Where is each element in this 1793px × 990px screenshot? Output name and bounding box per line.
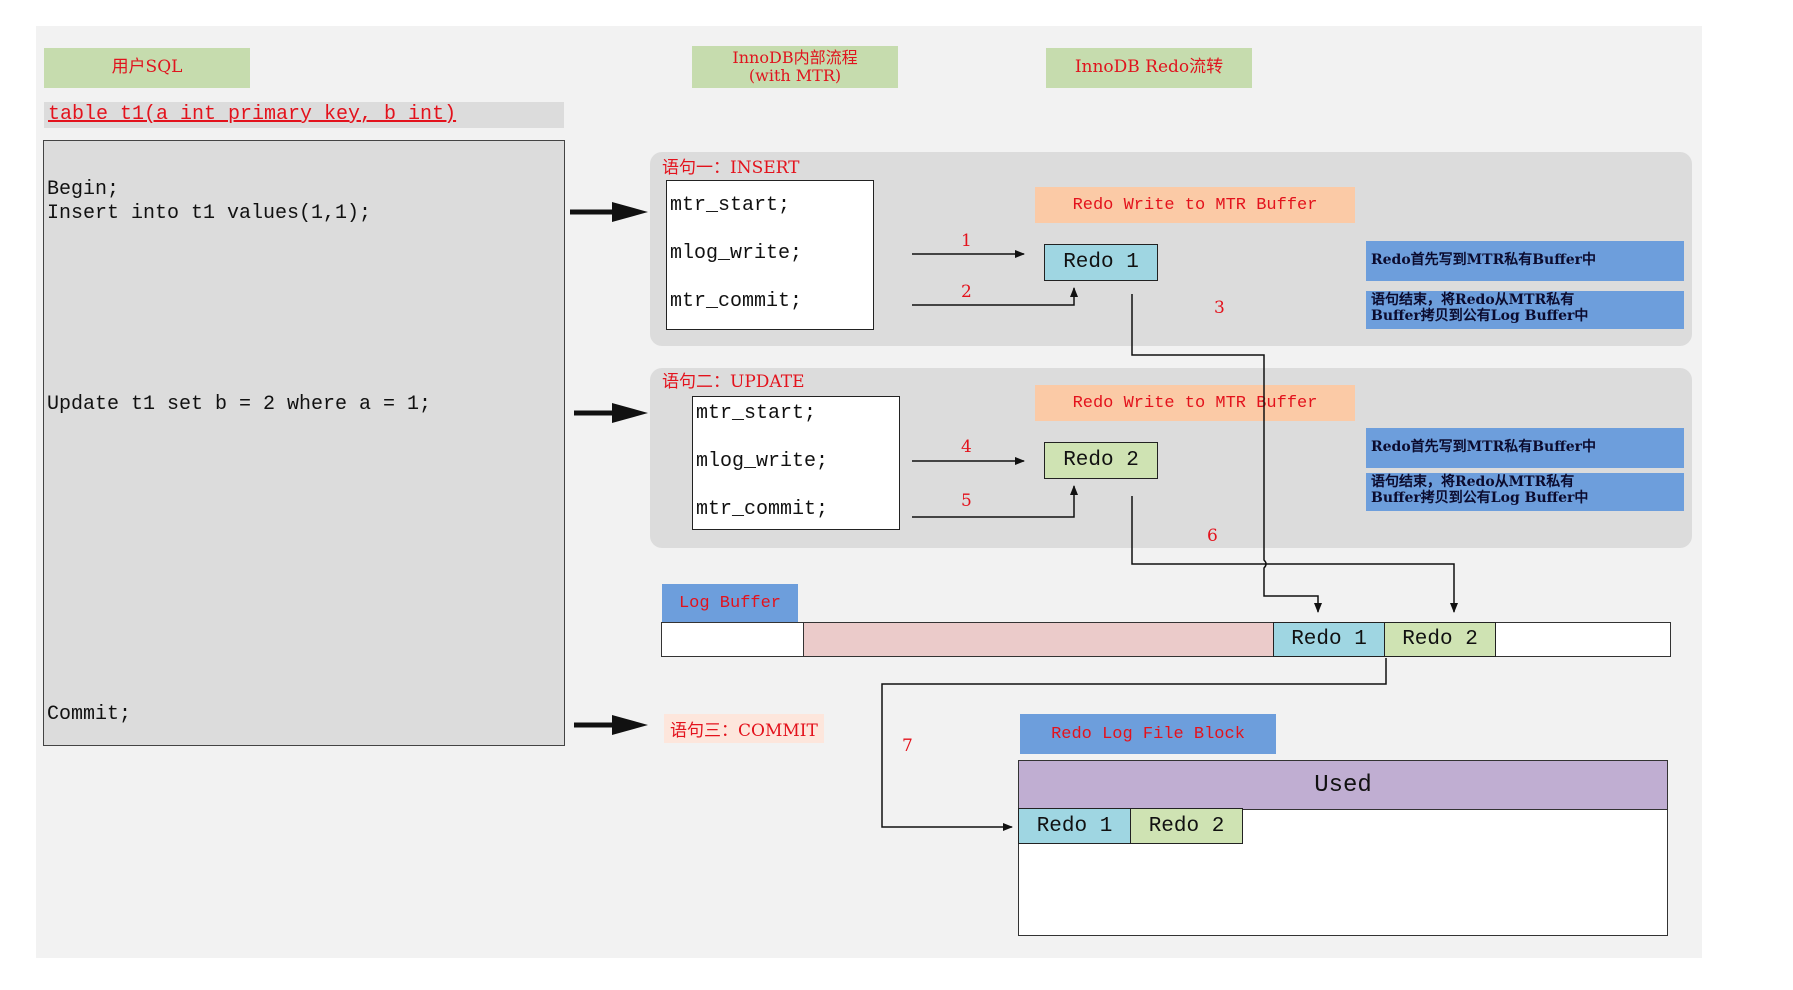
header-redo-flow: InnoDB Redo流转: [1046, 48, 1252, 88]
mtr-commit-insert: mtr_commit;: [670, 290, 803, 313]
mtr-start-insert: mtr_start;: [670, 194, 791, 217]
mtr-buffer-label-update: Redo Write to MTR Buffer: [1035, 385, 1355, 421]
header-innodb-flow: InnoDB内部流程 (with MTR): [692, 46, 898, 88]
step-label-7: 7: [902, 736, 913, 756]
log-buffer-label: Log Buffer: [662, 584, 798, 622]
step-label-2: 2: [961, 282, 972, 302]
mtr-box-insert: [666, 180, 874, 330]
big-arrow-commit: [574, 715, 648, 735]
step-label-4: 4: [961, 437, 972, 457]
redo-file-redo-1: Redo 1: [1018, 808, 1131, 844]
redo-log-file-label: Redo Log File Block: [1020, 714, 1276, 754]
table-definition-bg: [44, 102, 564, 128]
arrow-step-5: [912, 485, 1078, 518]
sql-panel: [43, 140, 565, 746]
log-buffer-redo-1: Redo 1: [1273, 622, 1385, 657]
log-buffer-redo-2: Redo 2: [1384, 622, 1496, 657]
redo-2-mtr: Redo 2: [1044, 442, 1158, 479]
mlog-write-insert: mlog_write;: [670, 242, 803, 265]
arrow-step-2: [912, 287, 1078, 306]
sql-update: Update t1 set b = 2 where a = 1;: [47, 393, 432, 416]
big-arrow-insert: [570, 202, 648, 222]
big-arrow-update: [574, 403, 648, 423]
step-label-3: 3: [1214, 298, 1225, 318]
note-copy-insert: 语句结束，将Redo从MTR私有 Buffer拷贝到公有Log Buffer中: [1366, 291, 1684, 329]
mtr-commit-update: mtr_commit;: [696, 498, 829, 521]
note-copy-update: 语句结束，将Redo从MTR私有 Buffer拷贝到公有Log Buffer中: [1366, 473, 1684, 511]
table-definition: table t1(a int primary key, b int): [48, 103, 457, 126]
redo-1-mtr: Redo 1: [1044, 244, 1158, 281]
header-user-sql: 用户SQL: [44, 48, 250, 88]
note-mtr-write-insert: Redo首先写到MTR私有Buffer中: [1366, 241, 1684, 281]
redo-file-redo-2: Redo 2: [1130, 808, 1243, 844]
log-buffer-filled-region: [803, 622, 1273, 657]
step-label-5: 5: [961, 491, 972, 511]
arrow-step-6: [1131, 496, 1458, 613]
step-label-1: 1: [961, 231, 972, 251]
note-mtr-write-update: Redo首先写到MTR私有Buffer中: [1366, 428, 1684, 468]
mlog-write-update: mlog_write;: [696, 450, 829, 473]
sql-commit: Commit;: [47, 703, 132, 726]
statement-insert-title: 语句一：INSERT: [662, 158, 800, 178]
mtr-box-update: [692, 396, 900, 530]
sql-begin: Begin;: [47, 178, 120, 201]
statement-commit-label: 语句三：COMMIT: [664, 714, 824, 743]
step-label-6: 6: [1207, 526, 1218, 546]
mtr-buffer-label-insert: Redo Write to MTR Buffer: [1035, 187, 1355, 223]
redo-log-used-region: Used: [1018, 760, 1668, 810]
arrow-step-7: [881, 658, 1387, 831]
sql-insert: Insert into t1 values(1,1);: [47, 202, 372, 225]
statement-update-title: 语句二：UPDATE: [662, 372, 805, 392]
mtr-start-update: mtr_start;: [696, 402, 817, 425]
